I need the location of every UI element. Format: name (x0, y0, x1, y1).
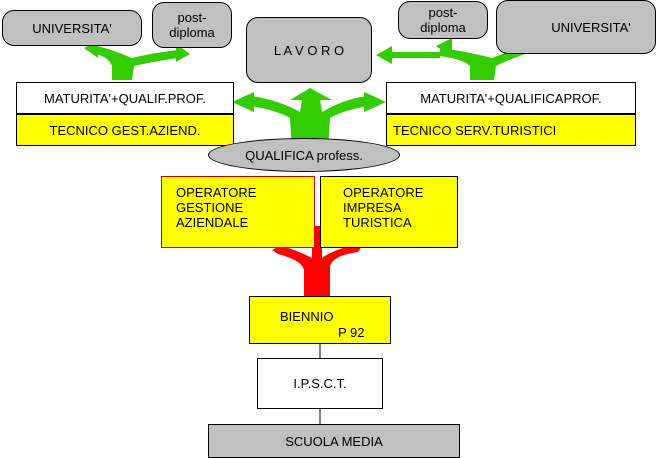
green-center-arrow (232, 88, 386, 150)
tecnico-right-box: TECNICO SERV.TURISTICI (386, 114, 636, 146)
qualifica-label: QUALIFICA profess. (245, 147, 363, 163)
lavoro-label: L A V O R O (273, 42, 345, 58)
postdiploma-left-node: post- diploma (152, 2, 232, 48)
maturita-left-label: MATURITA'+QUALIF.PROF. (44, 90, 206, 106)
operatore-turistica-label: OPERATORE IMPRESA TURISTICA (343, 185, 424, 230)
postdiploma-right-label: post- diploma (420, 5, 466, 35)
green-arrowhead-left (232, 92, 254, 112)
maturita-right-label: MATURITA'+QUALIFICAPROF. (420, 90, 602, 106)
postdiploma-right-node: post- diploma (398, 1, 488, 39)
operatore-gestione-label: OPERATORE GESTIONE AZIENDALE (176, 185, 257, 230)
biennio-box: BIENNIO P 92 (249, 296, 391, 344)
green-arrowhead-lavoro (376, 46, 392, 64)
ipsct-label: I.P.S.C.T. (293, 376, 347, 391)
green-arrowhead-right (364, 92, 386, 112)
operatore-gestione-box: OPERATORE GESTIONE AZIENDALE (161, 176, 315, 248)
scuola-media-box: SCUOLA MEDIA (208, 424, 460, 458)
lavoro-node: L A V O R O (246, 17, 372, 83)
tecnico-left-label: TECNICO GEST.AZIEND. (49, 122, 201, 138)
universita-right-label: UNIVERSITA' (551, 19, 631, 35)
biennio-label: BIENNIO (280, 309, 334, 324)
ipsct-box: I.P.S.C.T. (257, 358, 383, 409)
maturita-right-box: MATURITA'+QUALIFICAPROF. (386, 82, 636, 114)
tecnico-left-box: TECNICO GEST.AZIEND. (16, 114, 234, 146)
tecnico-right-label: TECNICO SERV.TURISTICI (393, 122, 557, 138)
postdiploma-left-label: post- diploma (169, 10, 215, 40)
scuola-media-label: SCUOLA MEDIA (285, 433, 383, 449)
qualifica-ellipse: QUALIFICA profess. (208, 138, 400, 172)
universita-left-label: UNIVERSITA' (32, 20, 112, 36)
operatore-turistica-box: OPERATORE IMPRESA TURISTICA (320, 176, 458, 248)
universita-right-node: UNIVERSITA' (496, 0, 656, 54)
universita-left-node: UNIVERSITA' (2, 10, 142, 46)
biennio-code: P 92 (338, 325, 365, 340)
maturita-left-box: MATURITA'+QUALIF.PROF. (16, 82, 234, 114)
red-fork-arrow (272, 226, 362, 296)
green-arrowhead-postdiploma-right (436, 38, 452, 58)
green-arrowhead-postdiploma-left (176, 44, 190, 62)
